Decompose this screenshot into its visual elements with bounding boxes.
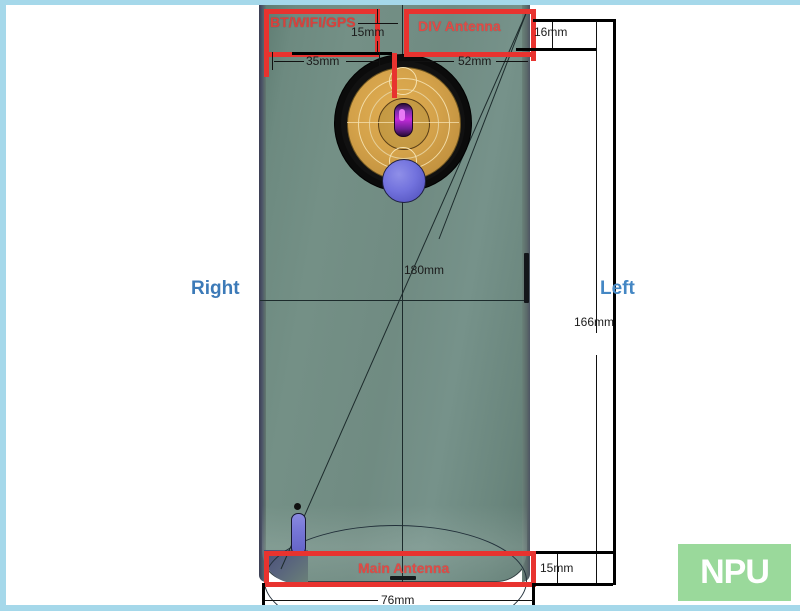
dimension-label-15mm-top: 15mm <box>351 25 385 39</box>
dimension-rule-76mm-left <box>265 600 378 601</box>
bottom-microphone-hole <box>294 503 301 510</box>
dimension-tick-15mm-upper <box>377 9 378 23</box>
dimension-rule-166mm-upper <box>596 21 597 333</box>
orientation-label-right: Right <box>191 278 240 299</box>
dimension-tick-76mm-right <box>532 583 535 605</box>
dimension-tick-15mm-lower <box>377 41 378 53</box>
npu-watermark: NPU <box>678 544 791 601</box>
dimension-rule-15mm-bottom-lower <box>533 583 613 586</box>
dimension-rule-16mm-top <box>533 19 613 22</box>
dimension-rule-166mm-lower <box>596 355 597 585</box>
centerline-horizontal <box>260 300 528 301</box>
dimension-rule-52mm-right <box>496 61 528 62</box>
phone-left-edge <box>259 5 266 582</box>
dimension-rule-16mm-bottom <box>516 48 596 51</box>
side-power-button <box>524 253 529 303</box>
dimension-tick-76mm-left <box>262 583 265 605</box>
antenna-label-bt-wifi-gps: BT/WIFI/GPS <box>270 14 356 30</box>
camera-lens-highlight <box>399 109 405 121</box>
dimension-rule-15mm-top <box>358 23 398 24</box>
npu-watermark-text: NPU <box>700 553 770 591</box>
dimension-tick-15mm-bottom <box>557 554 558 583</box>
dimension-label-52mm: 52mm <box>458 54 492 68</box>
dimension-tick-35mm-right <box>379 52 380 70</box>
fingerprint-sensor <box>382 159 426 203</box>
camera-alignment-mark-top <box>389 67 417 95</box>
dimension-rule-52mm-left <box>409 61 454 62</box>
antenna-marker-div-right <box>531 9 536 61</box>
bottom-center-notch <box>390 576 416 580</box>
antenna-marker-bt-left <box>264 53 269 77</box>
antenna-region-main <box>264 551 536 587</box>
dimension-label-76mm: 76mm <box>381 593 415 607</box>
dimension-label-16mm: 16mm <box>534 25 568 39</box>
dimension-rule-15mm-bottom <box>292 52 392 55</box>
orientation-label-left: Left <box>600 278 635 299</box>
dimension-rule-35mm-right <box>346 61 378 62</box>
antenna-label-div: DIV Antenna <box>418 18 501 34</box>
dimension-label-35mm: 35mm <box>306 54 340 68</box>
dimension-extension-line-right <box>613 19 616 585</box>
dimension-tick-16mm <box>552 22 553 48</box>
dimension-rule-35mm-left <box>274 61 304 62</box>
dimension-label-15mm-bottom: 15mm <box>540 561 574 575</box>
dimension-label-166mm: 166mm <box>574 315 615 329</box>
dimension-rule-76mm-right <box>430 600 533 601</box>
dimension-tick-35mm-left <box>272 52 273 70</box>
dimension-rule-15mm-bottom-upper <box>536 551 614 554</box>
antenna-marker-div-left <box>392 53 397 98</box>
bottom-connector-port <box>291 513 306 555</box>
dimension-label-180mm: 180mm <box>404 263 445 277</box>
antenna-label-main: Main Antenna <box>358 560 450 576</box>
